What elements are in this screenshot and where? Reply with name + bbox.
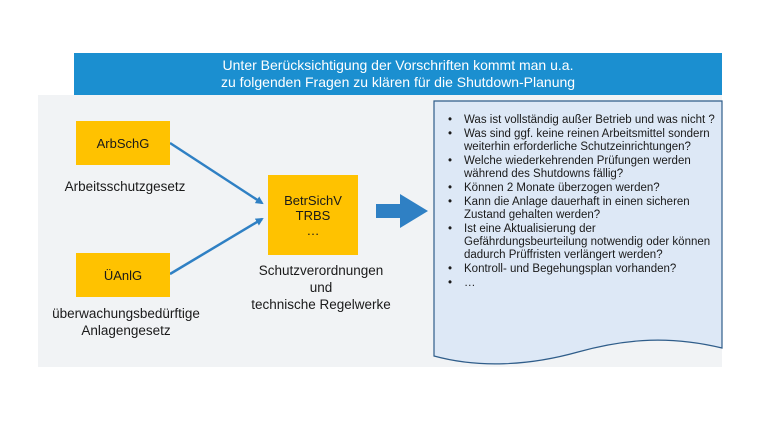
question-item: Was ist vollständig außer Betrieb und wa… xyxy=(444,114,720,127)
uanlg-box-text: ÜAnlG xyxy=(103,267,143,283)
question-item: Können 2 Monate überzogen werden? xyxy=(444,182,720,195)
betrsichv-box: BetrSichV TRBS … xyxy=(268,175,358,255)
uanlg-box: ÜAnlG xyxy=(76,253,170,297)
betrsichv-label-line-3: technische Regelwerke xyxy=(251,297,391,312)
uanlg-label-line-2: Anlagengesetz xyxy=(81,323,171,338)
question-item: Ist eine Aktualisierung der Gefährdungsb… xyxy=(444,223,720,262)
betrsichv-box-line-3: … xyxy=(306,222,320,238)
betrsichv-box-line-2: TRBS xyxy=(295,207,331,223)
arbschg-label: Arbeitsschutzgesetz xyxy=(64,179,186,194)
question-item: Welche wiederkehrenden Prüfungen werden … xyxy=(444,155,720,181)
block-arrow-to-questions xyxy=(376,194,428,228)
question-item: Kontroll- und Begehungsplan vorhanden? xyxy=(444,263,720,276)
questions-list: Was ist vollständig außer Betrieb und wa… xyxy=(444,114,720,291)
arbschg-box: ArbSchG xyxy=(76,121,170,165)
uanlg-label-line-1: überwachungsbedürftige xyxy=(52,306,200,321)
header-banner: Unter Berücksichtigung der Vorschriften … xyxy=(74,53,722,95)
question-item: … xyxy=(444,277,720,290)
arrow-arbschg-to-betr xyxy=(169,141,264,205)
question-item: Kann die Anlage dauerhaft in einen siche… xyxy=(444,196,720,222)
uanlg-label: überwachungsbedürftige Anlagengesetz xyxy=(28,305,224,339)
betrsichv-label: Schutzverordnungen und technische Regelw… xyxy=(236,262,406,313)
betrsichv-box-line-1: BetrSichV xyxy=(284,192,342,208)
arrow-uanlg-to-betr xyxy=(169,217,264,276)
banner-line-1: Unter Berücksichtigung der Vorschriften … xyxy=(222,57,574,73)
question-item: Was sind ggf. keine reinen Arbeitsmittel… xyxy=(444,128,720,154)
banner-line-2: zu folgenden Fragen zu klären für die Sh… xyxy=(220,74,576,90)
betrsichv-label-line-2: und xyxy=(309,280,333,295)
betrsichv-label-line-1: Schutzverordnungen xyxy=(258,263,384,278)
arbschg-box-text: ArbSchG xyxy=(96,135,150,151)
